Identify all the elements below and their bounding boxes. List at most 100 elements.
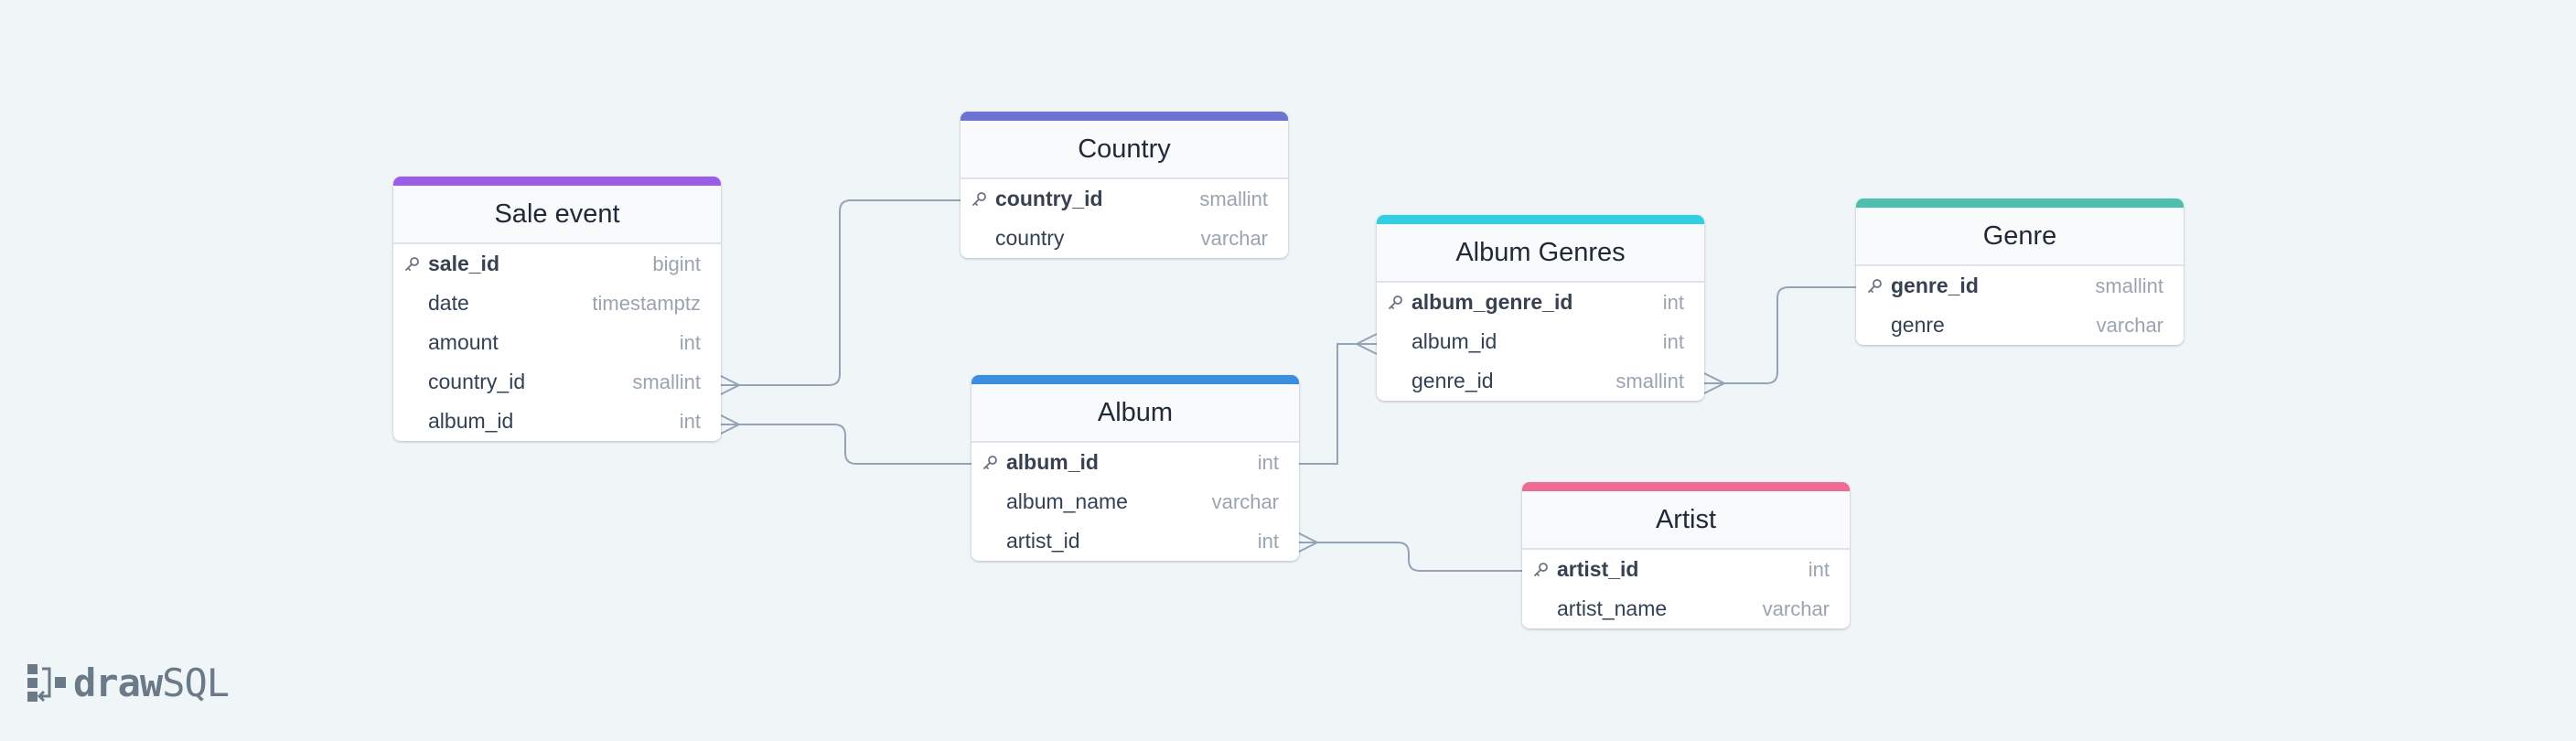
table-title: Artist [1522,491,1850,550]
column-type: timestamptz [592,291,701,315]
column-type: int [1257,450,1279,474]
column-row-artist-name[interactable]: artist_name varchar [1522,589,1850,628]
column-row-country-id[interactable]: country_id smallint [961,179,1288,219]
column-row-country[interactable]: country varchar [961,219,1288,258]
column-type: varchar [2096,313,2163,337]
logo-text-sql: SQL [162,660,230,705]
relation-line-album-genres[interactable] [1297,343,1377,465]
column-name: artist_id [1006,529,1080,553]
column-name: artist_name [1557,596,1668,620]
column-type: int [1662,290,1684,314]
relation-line-artist[interactable] [1297,542,1522,572]
key-slot [1867,306,1891,345]
column-row-album-id[interactable]: album_id int [1377,322,1704,361]
relation-line-album[interactable] [719,424,971,465]
key-slot [404,284,428,323]
column-name: genre [1891,313,1945,337]
table-artist[interactable]: Artist artist_id int artist_name varchar [1522,482,1850,628]
column-name: album_genre_id [1411,290,1573,314]
column-name: genre_id [1891,274,1979,297]
key-icon [1533,550,1557,589]
relation-line-country[interactable] [719,199,961,386]
column-name: album_id [428,409,514,433]
key-slot [404,323,428,362]
column-type: int [1257,529,1279,553]
logo-text-draw: draw [73,660,163,705]
table-color-bar [961,112,1288,121]
table-country[interactable]: Country country_id smallint country varchar [961,112,1288,258]
table-title: Genre [1856,208,2184,266]
crowfoot-icon [718,413,740,435]
column-name: country_id [995,187,1103,210]
key-slot [404,402,428,441]
column-row-album-id[interactable]: album_id int [393,402,721,441]
column-type: smallint [1615,369,1684,392]
column-row-date[interactable]: date timestamptz [393,284,721,323]
column-row-genre-id[interactable]: genre_id smallint [1377,361,1704,401]
column-name: country [995,226,1065,250]
column-row-album-genre-id[interactable]: album_genre_id int [1377,283,1704,322]
drawsql-logo[interactable]: draw SQL [27,660,230,705]
table-genre[interactable]: Genre genre_id smallint genre varchar [1856,199,2184,345]
table-color-bar [971,375,1299,384]
column-type: varchar [1200,226,1268,250]
column-row-genre[interactable]: genre varchar [1856,306,2184,345]
crowfoot-icon [718,374,740,396]
column-name: date [428,291,469,315]
column-type: varchar [1762,596,1830,620]
crowfoot-icon [1703,372,1725,394]
key-slot [982,521,1006,561]
key-icon [982,443,1006,482]
key-slot [404,362,428,402]
table-color-bar [1377,215,1704,224]
column-name: album_name [1006,489,1128,513]
column-row-sale-id[interactable]: sale_id bigint [393,244,721,284]
key-icon [1867,266,1891,306]
column-type: smallint [1199,187,1268,210]
table-title: Sale event [393,186,721,244]
column-name: album_id [1006,450,1099,474]
column-row-artist-id[interactable]: artist_id int [1522,550,1850,589]
table-color-bar [393,177,721,186]
column-row-genre-id[interactable]: genre_id smallint [1856,266,2184,306]
key-slot [971,219,995,258]
column-type: smallint [2095,274,2163,297]
column-row-artist-id[interactable]: artist_id int [971,521,1299,561]
table-title: Country [961,121,1288,179]
column-row-album-name[interactable]: album_name varchar [971,482,1299,521]
column-name: album_id [1411,329,1497,353]
key-slot [1388,361,1411,401]
column-name: country_id [428,370,526,393]
column-type: int [1662,329,1684,353]
key-icon [404,244,428,284]
table-title: Album Genres [1377,224,1704,283]
table-color-bar [1522,482,1850,491]
table-sale-event[interactable]: Sale event sale_id bigint date timestamptz a… [393,177,721,441]
column-type: int [679,330,701,354]
column-type: int [679,409,701,433]
column-type: varchar [1211,489,1279,513]
column-name: artist_id [1557,557,1639,581]
key-slot [1533,589,1557,628]
column-row-album-id[interactable]: album_id int [971,443,1299,482]
key-icon [971,179,995,219]
column-type: int [1808,557,1830,581]
key-slot [982,482,1006,521]
relation-line-genre[interactable] [1704,286,1856,384]
crowfoot-icon [1356,333,1378,355]
column-name: sale_id [428,252,499,275]
table-title: Album [971,384,1299,443]
drawsql-logo-icon [27,663,66,702]
column-name: genre_id [1411,369,1494,392]
column-row-amount[interactable]: amount int [393,323,721,362]
key-icon [1388,283,1411,322]
column-type: bigint [652,252,701,275]
table-color-bar [1856,199,2184,208]
column-name: amount [428,330,499,354]
key-slot [1388,322,1411,361]
